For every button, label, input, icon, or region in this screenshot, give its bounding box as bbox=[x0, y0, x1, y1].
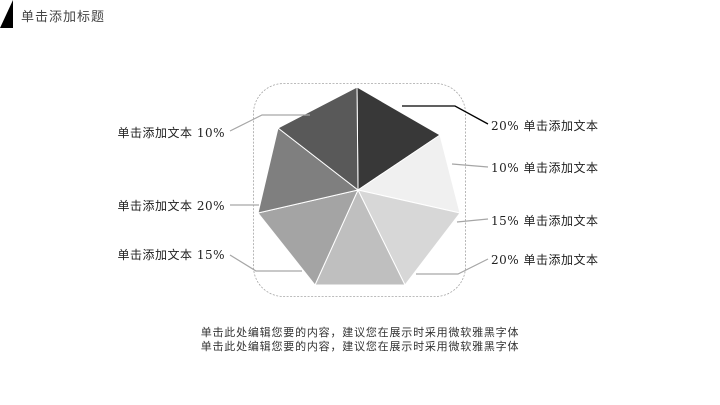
footer-text-line-2[interactable]: 单击此处编辑您要的内容，建议您在展示时采用微软雅黑字体 bbox=[200, 340, 520, 353]
right-label-2[interactable]: 10% 单击添加文本 bbox=[491, 161, 599, 175]
leader-line-right-4 bbox=[416, 258, 489, 275]
left-label-2[interactable]: 单击添加文本 20% bbox=[117, 199, 225, 213]
segment-top-left[interactable] bbox=[277, 86, 359, 191]
right-label-4[interactable]: 20% 单击添加文本 bbox=[491, 253, 599, 267]
footer-text-line-1[interactable]: 单击此处编辑您要的内容，建议您在展示时采用微软雅黑字体 bbox=[200, 326, 520, 339]
leader-line-right-3 bbox=[456, 218, 489, 223]
page-title[interactable]: 单击添加标题 bbox=[21, 10, 106, 25]
leader-line-left-1 bbox=[229, 114, 310, 132]
left-label-1[interactable]: 单击添加文本 10% bbox=[117, 126, 225, 140]
leader-line-right-2 bbox=[451, 163, 489, 168]
right-label-1[interactable]: 20% 单击添加文本 bbox=[491, 119, 599, 133]
right-label-3[interactable]: 15% 单击添加文本 bbox=[491, 214, 599, 228]
leader-line-left-3 bbox=[229, 254, 302, 272]
corner-accent-triangle bbox=[0, 0, 14, 28]
leader-line-right-1 bbox=[402, 105, 489, 125]
left-label-3[interactable]: 单击添加文本 15% bbox=[117, 248, 225, 262]
